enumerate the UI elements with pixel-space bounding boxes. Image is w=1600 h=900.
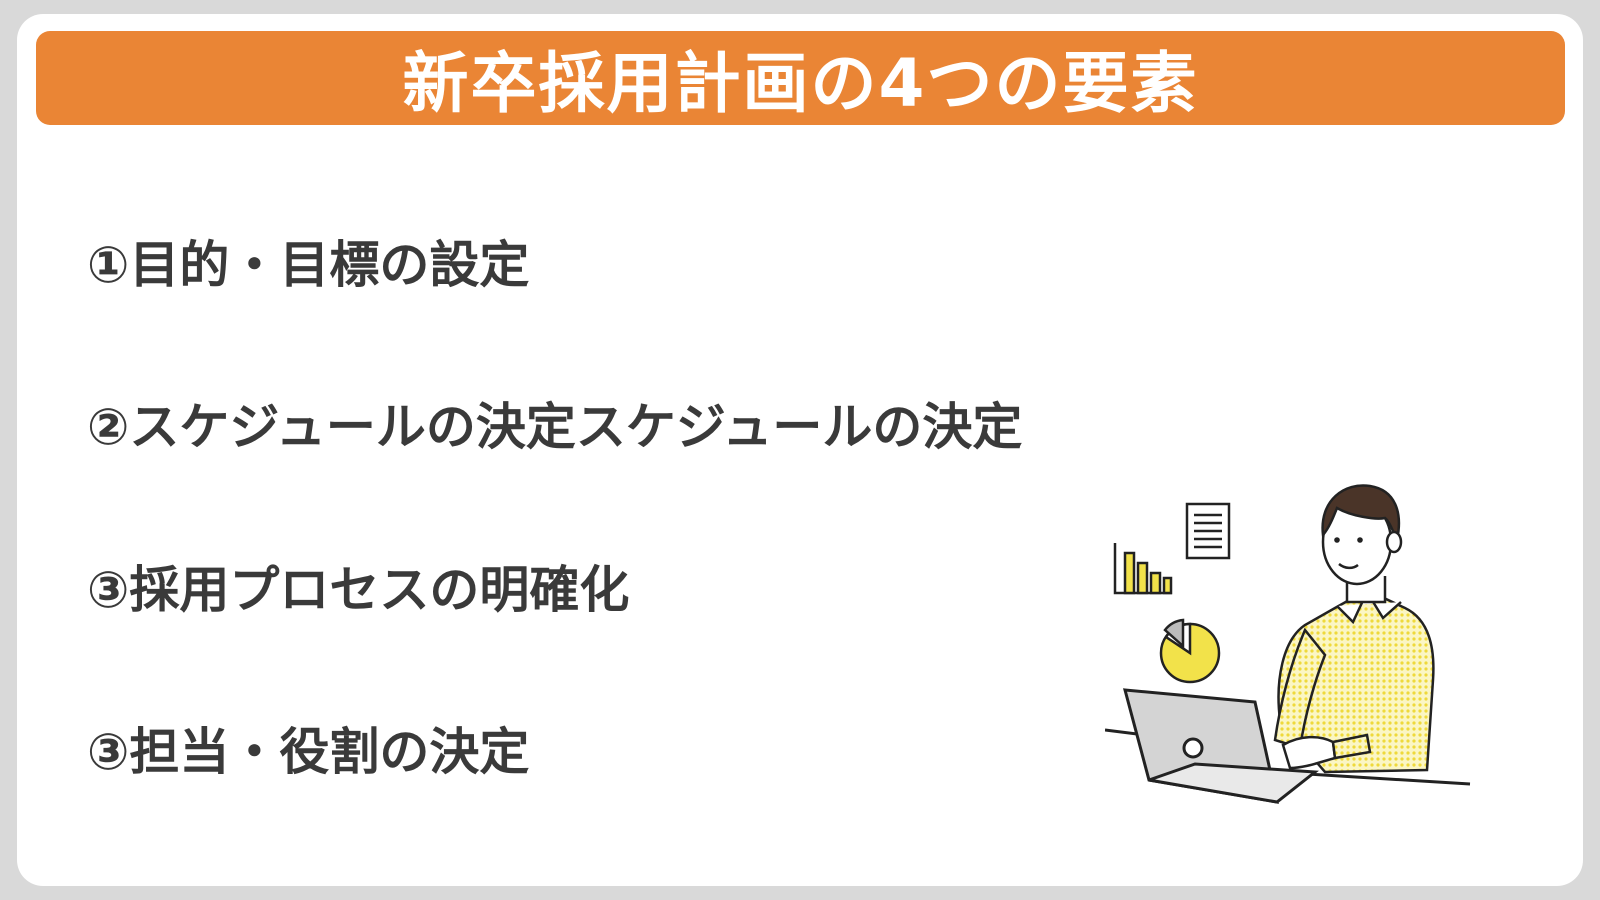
list-item-schedule: ②スケジュールの決定スケジュールの決定 bbox=[87, 398, 1023, 456]
pie-chart-icon bbox=[1159, 618, 1221, 684]
list-item-process: ③採用プロセスの明確化 bbox=[87, 561, 630, 619]
avatar bbox=[1321, 484, 1403, 586]
element-list: ①目的・目標の設定 ②スケジュールの決定スケジュールの決定 ③採用プロセスの明確… bbox=[87, 0, 1187, 900]
bar-chart-icon bbox=[1113, 543, 1173, 595]
laptop-icon bbox=[1122, 688, 1319, 804]
list-item-purpose: ①目的・目標の設定 bbox=[87, 236, 530, 294]
worker-illustration bbox=[1104, 480, 1495, 830]
title-banner: 新卒採用計画の4つの要素 bbox=[36, 31, 1565, 125]
list-item-roles: ③担当・役割の決定 bbox=[87, 723, 530, 781]
document-icon bbox=[1185, 502, 1231, 560]
page-title: 新卒採用計画の4つの要素 bbox=[402, 45, 1199, 122]
